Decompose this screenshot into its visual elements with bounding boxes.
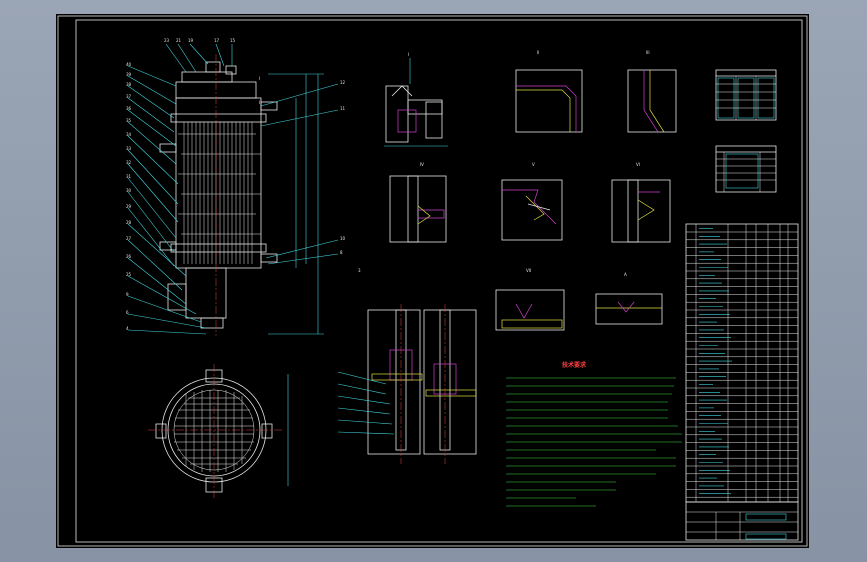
detail-view-V: V [501,162,563,241]
part-number: 28 [126,220,132,225]
part-number: 23 [164,38,170,43]
detail-view-VII: VII [495,268,565,331]
nozzle-title: 3 [358,268,361,273]
vessel-plan-view [148,364,289,499]
part-number: 12 [340,80,346,85]
part-number: 29 [126,204,132,209]
part-number: 25 [126,272,132,277]
part-number: 37 [126,94,132,99]
tech-req-title: 技术要求 [562,361,587,369]
part-number: 15 [230,38,236,43]
part-number: 35 [126,118,132,123]
detail-view-A: A [595,272,663,325]
design-data-table [715,69,777,121]
part-number: 4 [126,326,129,331]
drawing-sheet: 40 39 38 37 36 35 34 33 32 31 30 29 28 2… [56,14,809,548]
inner-frame [75,19,803,543]
section-mark: A [624,272,627,277]
title-block [685,501,799,541]
part-number: 21 [176,38,182,43]
part-number: 26 [126,254,132,259]
detail-view-IV: IV [389,162,447,243]
part-number: 27 [126,236,132,241]
section-mark: II [537,50,539,55]
part-number: 9 [126,292,129,297]
detail-view-I: I [384,52,448,147]
section-mark: VII [526,268,531,273]
part-number: 30 [126,188,132,193]
detail-view-III: III [627,50,677,133]
detail-view-II: II [515,50,583,133]
part-number: 11 [340,106,346,111]
part-number: 39 [126,72,132,77]
part-number: 36 [126,106,132,111]
part-number: 31 [126,174,132,179]
nozzle-leaders [337,371,395,435]
section-mark: V [532,162,535,167]
parts-list [685,223,799,503]
section-mark: II [259,100,261,105]
part-number: 17 [214,38,220,43]
nozzle-section-left: 3 [358,268,423,464]
section-mark: III [646,50,650,55]
part-number: 8 [340,250,343,255]
section-mark: VI [636,162,640,167]
section-mark: I [408,52,409,57]
section-mark: IV [420,162,424,167]
part-number: 40 [126,62,132,67]
part-number: 10 [340,236,346,241]
part-number: 32 [126,160,132,165]
engineering-drawing: 40 39 38 37 36 35 34 33 32 31 30 29 28 2… [57,15,808,547]
technical-requirements: 技术要求 [506,361,682,507]
detail-view-VI: VI [611,162,671,243]
part-number: 33 [126,146,132,151]
part-number: 34 [126,132,132,137]
nozzle-section-right [423,304,477,464]
part-number: 19 [188,38,194,43]
nozzle-table [715,145,777,193]
section-mark: I [259,76,260,81]
vessel-elevation: 40 39 38 37 36 35 34 33 32 31 30 29 28 2… [126,38,346,336]
part-number: 6 [126,310,129,315]
part-number: 38 [126,82,132,87]
outer-border [57,15,808,547]
